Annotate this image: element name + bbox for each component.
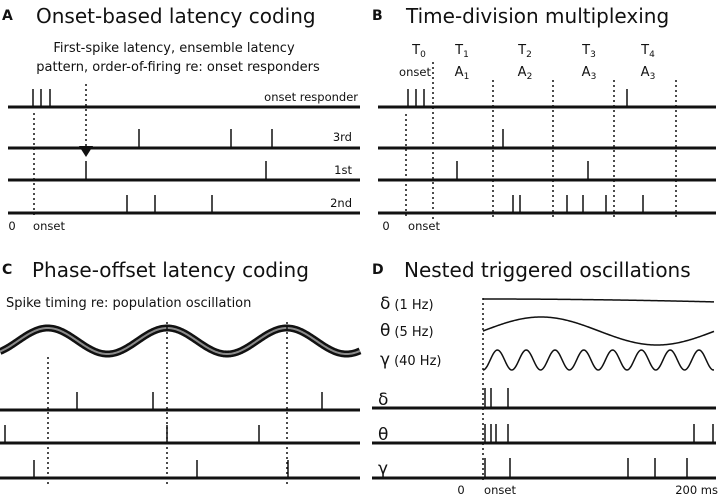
panel-d-title: Nested triggered oscillations	[404, 258, 691, 282]
slot-a1: A1	[455, 65, 470, 82]
osc-label-gamma: γ(40 Hz)	[380, 350, 441, 370]
slot-t2: T2	[517, 43, 532, 60]
theta-trace	[482, 316, 715, 346]
raster-label-gamma: γ	[378, 459, 388, 479]
panel-d-axis-end: 200 ms	[675, 483, 718, 497]
delta-trace	[483, 298, 715, 303]
raster-label-delta: δ	[378, 390, 388, 410]
panel-a-axis-zero: 0	[8, 219, 15, 233]
panel-d-axis-zero: 0	[457, 483, 464, 497]
panel-b: B Time-division multiplexing T0 onset T1…	[372, 4, 716, 233]
panel-d-label: D	[372, 262, 384, 278]
slot-a4: A3	[641, 65, 656, 82]
panel-a-subtitle-1: First-spike latency, ensemble latency	[53, 41, 295, 56]
gamma-trace	[482, 349, 715, 371]
osc-label-theta: θ(5 Hz)	[380, 321, 434, 341]
slot-a0: onset	[399, 65, 431, 79]
panel-a-label: A	[2, 8, 13, 24]
slot-a2: A2	[518, 65, 533, 82]
panel-b-axis-zero: 0	[382, 219, 389, 233]
slot-t0: T0	[411, 43, 426, 60]
row-label-1st: 1st	[334, 163, 352, 177]
panel-d-axis-onset: onset	[484, 483, 516, 497]
panel-b-title: Time-division multiplexing	[405, 4, 669, 28]
slot-a3: A3	[582, 65, 597, 82]
panel-a-title: Onset-based latency coding	[36, 4, 316, 28]
row-label-3rd: 3rd	[333, 130, 352, 144]
panel-c-title: Phase-offset latency coding	[32, 258, 309, 282]
slot-t3: T3	[581, 43, 596, 60]
panel-a: A Onset-based latency coding First-spike…	[2, 4, 360, 233]
row-label-onset-responder: onset responder	[264, 90, 358, 104]
panel-d: D Nested triggered oscillations δ(1 Hz) …	[372, 258, 718, 497]
panel-b-axis-onset: onset	[408, 219, 440, 233]
osc-label-delta: δ(1 Hz)	[380, 294, 434, 314]
raster-label-theta: θ	[378, 425, 388, 445]
panel-a-subtitle-2: pattern, order-of-firing re: onset respo…	[36, 60, 320, 75]
population-oscillation-highlight	[0, 326, 361, 356]
row-label-2nd: 2nd	[330, 196, 352, 210]
arrow-down-icon	[79, 146, 93, 157]
panel-c-label: C	[2, 262, 12, 278]
panel-a-axis-onset: onset	[33, 219, 65, 233]
panel-c: C Phase-offset latency coding Spike timi…	[0, 258, 362, 484]
slot-t4: T4	[640, 43, 655, 60]
panel-b-label: B	[372, 8, 383, 24]
slot-t1: T1	[454, 43, 469, 60]
panel-c-subtitle: Spike timing re: population oscillation	[6, 296, 251, 311]
